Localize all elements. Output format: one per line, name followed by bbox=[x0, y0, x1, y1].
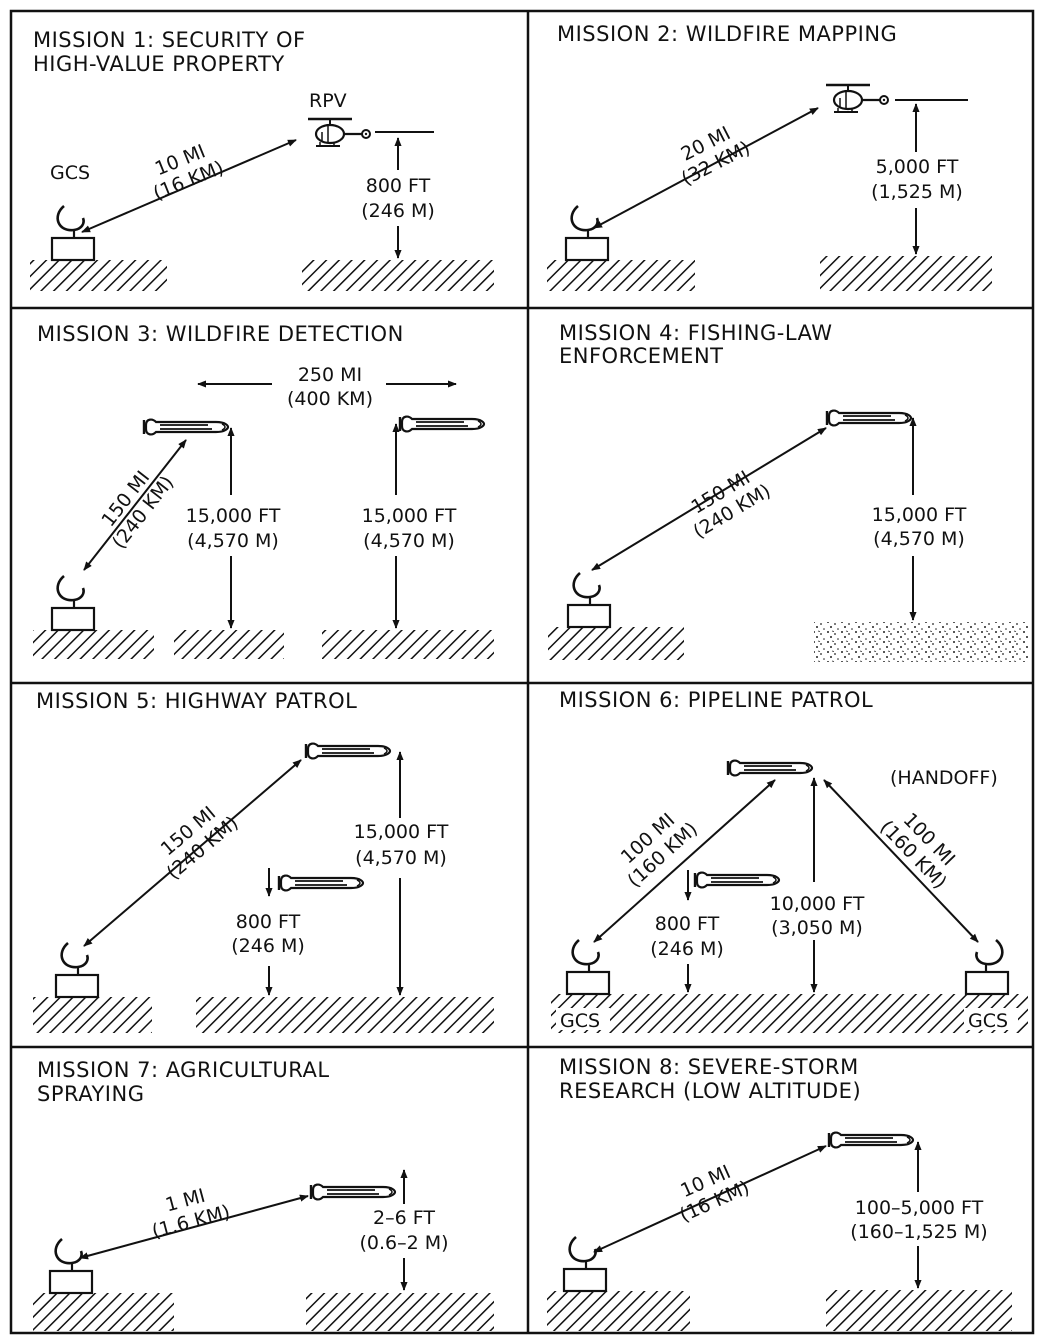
altitude-right-meters-label: (4,570 M) bbox=[363, 530, 455, 552]
altitude-left-meters-label: (4,570 M) bbox=[187, 530, 279, 552]
mission-2-title: MISSION 2: WILDFIRE MAPPING bbox=[557, 22, 897, 46]
mission-6-panel: MISSION 6: PIPELINE PATROL (HANDOFF) 100… bbox=[551, 688, 1028, 1033]
altitude-low-feet-label: 800 FT bbox=[655, 913, 720, 935]
ground-station-icon bbox=[50, 1239, 92, 1293]
mission-5-panel: MISSION 5: HIGHWAY PATROL 150 MI (240 KM… bbox=[33, 689, 494, 1033]
drone-icon-high bbox=[728, 761, 812, 776]
ground-left bbox=[33, 997, 152, 1033]
altitude-meters-label: (160–1,525 M) bbox=[850, 1221, 987, 1243]
ground-station-icon bbox=[56, 943, 98, 997]
mission-7-subtitle: SPRAYING bbox=[37, 1082, 144, 1106]
ground-left bbox=[547, 1291, 690, 1331]
gcs-label: GCS bbox=[50, 162, 90, 184]
mission-1-title: MISSION 1: SECURITY OF bbox=[33, 28, 306, 52]
altitude-feet-label: 2–6 FT bbox=[373, 1207, 435, 1229]
altitude-meters-label: (246 M) bbox=[361, 200, 435, 222]
altitude-meters-label: (0.6–2 M) bbox=[359, 1232, 448, 1254]
ground-station-icon bbox=[568, 573, 610, 627]
altitude-left-feet-label: 15,000 FT bbox=[186, 505, 281, 527]
mission-4-panel: MISSION 4: FISHING-LAW ENFORCEMENT 150 M… bbox=[548, 321, 1028, 662]
mission-3-panel: MISSION 3: WILDFIRE DETECTION 250 MI (40… bbox=[33, 322, 494, 659]
altitude-feet-label: 5,000 FT bbox=[876, 156, 959, 178]
altitude-high-feet-label: 15,000 FT bbox=[354, 821, 449, 843]
ground-right bbox=[302, 260, 494, 291]
mission-1-panel: MISSION 1: SECURITY OF HIGH-VALUE PROPER… bbox=[30, 28, 494, 291]
gcs-right-label: GCS bbox=[968, 1010, 1008, 1032]
mission-5-title: MISSION 5: HIGHWAY PATROL bbox=[36, 689, 357, 713]
ground-right bbox=[196, 997, 494, 1033]
altitude-high-meters-label: (3,050 M) bbox=[771, 917, 863, 939]
mission-1-subtitle: HIGH-VALUE PROPERTY bbox=[33, 52, 285, 76]
altitude-meters-label: (1,525 M) bbox=[871, 181, 963, 203]
ground-station-icon bbox=[566, 206, 608, 260]
drone-icon-left bbox=[144, 420, 228, 435]
drone-icon bbox=[827, 411, 911, 426]
altitude-feet-label: 100–5,000 FT bbox=[855, 1197, 984, 1219]
rpv-label: RPV bbox=[309, 90, 347, 112]
mission-8-title: MISSION 8: SEVERE-STORM bbox=[559, 1055, 859, 1079]
mission-6-title: MISSION 6: PIPELINE PATROL bbox=[559, 688, 873, 712]
ground-right bbox=[820, 256, 992, 291]
mission-4-title: MISSION 4: FISHING-LAW bbox=[559, 321, 833, 345]
altitude-high-meters-label: (4,570 M) bbox=[355, 847, 447, 869]
altitude-low-meters-label: (246 M) bbox=[650, 938, 724, 960]
drone-icon bbox=[829, 1133, 913, 1148]
altitude-feet-label: 800 FT bbox=[366, 175, 431, 197]
ground-left bbox=[33, 630, 154, 659]
ground-station-icon bbox=[52, 206, 94, 260]
mission-2-panel: MISSION 2: WILDFIRE MAPPING 20 MI (32 KM… bbox=[547, 22, 992, 291]
sea-surface bbox=[814, 622, 1028, 662]
mission-4-subtitle: ENFORCEMENT bbox=[559, 344, 724, 368]
ground-right bbox=[322, 630, 494, 659]
span-miles-label: 250 MI bbox=[298, 364, 362, 386]
rpv-helicopter-icon bbox=[826, 85, 888, 112]
ground-left bbox=[547, 260, 695, 291]
mission-7-title: MISSION 7: AGRICULTURAL bbox=[37, 1058, 330, 1082]
altitude-low-meters-label: (246 M) bbox=[231, 935, 305, 957]
span-km-label: (400 KM) bbox=[287, 388, 373, 410]
mission-8-panel: MISSION 8: SEVERE-STORM RESEARCH (LOW AL… bbox=[547, 1055, 1012, 1331]
altitude-low-feet-label: 800 FT bbox=[236, 911, 301, 933]
drone-icon-high bbox=[306, 744, 390, 759]
ground-left bbox=[30, 260, 167, 291]
gcs-left-label: GCS bbox=[560, 1010, 600, 1032]
altitude-high-feet-label: 10,000 FT bbox=[770, 893, 865, 915]
altitude-meters-label: (4,570 M) bbox=[873, 528, 965, 550]
ground-station-icon-right bbox=[966, 940, 1008, 994]
ground-station-icon bbox=[564, 1237, 606, 1291]
drone-icon-low bbox=[279, 876, 363, 891]
rpv-helicopter-icon bbox=[308, 119, 370, 146]
ground-right bbox=[826, 1290, 1012, 1331]
ground-left bbox=[548, 627, 684, 660]
mission-7-panel: MISSION 7: AGRICULTURAL SPRAYING 1 MI (1… bbox=[33, 1058, 494, 1331]
drone-icon-low bbox=[695, 873, 779, 888]
ground-station-icon bbox=[52, 576, 94, 630]
mission-8-subtitle: RESEARCH (LOW ALTITUDE) bbox=[559, 1079, 861, 1103]
ground-station-icon-left bbox=[567, 940, 609, 994]
ground-left bbox=[33, 1293, 174, 1331]
drone-icon bbox=[311, 1185, 395, 1200]
altitude-right-feet-label: 15,000 FT bbox=[362, 505, 457, 527]
ground-right bbox=[306, 1293, 494, 1331]
altitude-feet-label: 15,000 FT bbox=[872, 504, 967, 526]
drone-icon-right bbox=[400, 417, 484, 432]
mission-3-title: MISSION 3: WILDFIRE DETECTION bbox=[37, 322, 404, 346]
ground bbox=[551, 994, 1028, 1033]
ground-middle bbox=[174, 630, 284, 659]
handoff-label: (HANDOFF) bbox=[890, 767, 998, 789]
